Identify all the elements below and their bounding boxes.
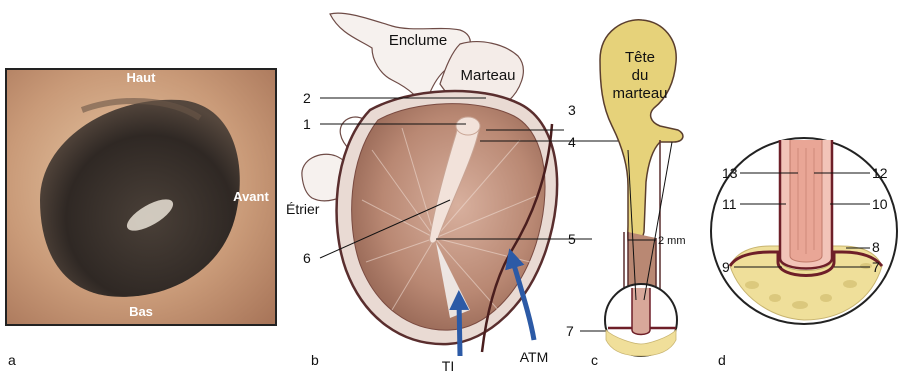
label-atm: ATM	[520, 349, 549, 365]
label-marteau-c: marteau	[612, 85, 667, 102]
label-bas: Bas	[129, 304, 153, 319]
label-tete: Tête	[625, 49, 655, 66]
panel-a-photo: Haut Avant Bas	[6, 69, 276, 325]
callout-2: 2	[303, 90, 311, 106]
callout-7-c: 7	[566, 323, 574, 339]
label-du: du	[632, 67, 649, 84]
callout-12: 12	[872, 165, 888, 181]
panel-letter-c: c	[591, 352, 598, 368]
callout-9: 9	[722, 259, 730, 275]
callout-8: 8	[872, 239, 880, 255]
panel-letter-a: a	[8, 352, 16, 368]
panel-c-malleus: Tête du marteau 2 mm	[600, 20, 686, 356]
callout-7-d: 7	[872, 259, 880, 275]
callout-13: 13	[722, 165, 738, 181]
callout-10: 10	[872, 196, 888, 212]
label-ti: TI	[442, 358, 454, 374]
panel-letter-b: b	[311, 352, 319, 368]
label-enclume: Enclume	[389, 32, 447, 49]
label-haut: Haut	[127, 70, 157, 85]
label-avant: Avant	[233, 189, 269, 204]
label-marteau: Marteau	[460, 67, 515, 84]
lateral-process	[456, 117, 480, 135]
callout-1: 1	[303, 116, 311, 132]
callout-4: 4	[568, 134, 576, 150]
panel-d-detail: 13 11 9 12 10 8 7	[711, 138, 897, 324]
callout-3: 3	[568, 102, 576, 118]
callout-11: 11	[722, 196, 737, 212]
measure-2mm: 2 mm	[658, 235, 686, 247]
arrow-ti	[459, 300, 460, 356]
label-etrier: Étrier	[286, 201, 320, 217]
panel-letter-d: d	[718, 352, 726, 368]
callout-6: 6	[303, 250, 311, 266]
